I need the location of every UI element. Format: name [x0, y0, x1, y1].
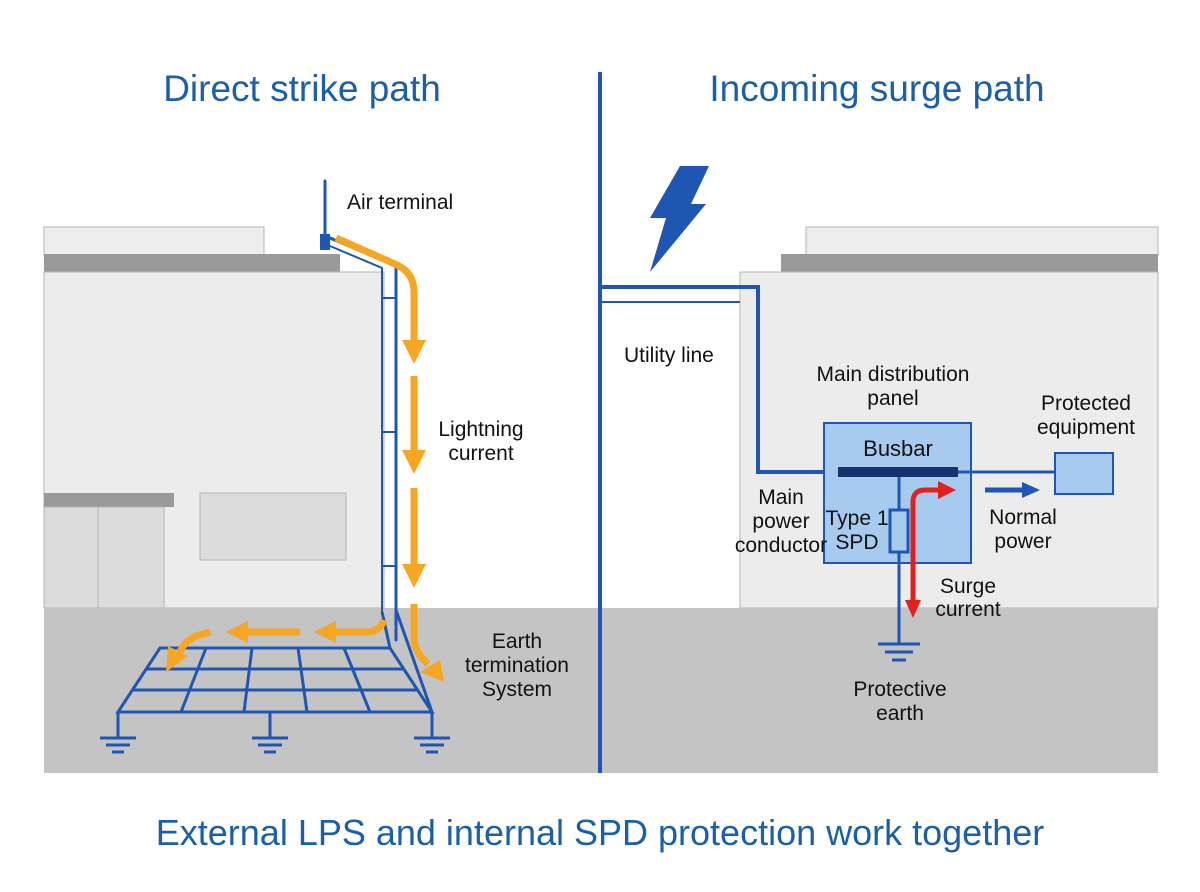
label-main-power-conductor-3: conductor [735, 534, 827, 557]
ground-symbol [252, 736, 288, 754]
label-surge-current-1: Surge [940, 575, 996, 598]
label-main-power-conductor-1: Main [758, 486, 804, 509]
label-earth-termination-3: System [482, 678, 552, 701]
ground-symbol [878, 642, 920, 662]
label-protected-equipment-1: Protected [1041, 392, 1131, 415]
label-lightning-current-1: Lightning [438, 418, 523, 441]
label-busbar: Busbar [863, 436, 933, 461]
ground-symbol [100, 736, 136, 754]
left-building [43, 226, 385, 609]
building-window [199, 492, 347, 561]
label-protective-earth-1: Protective [853, 678, 946, 701]
label-normal-power-2: power [994, 530, 1051, 553]
label-air-terminal: Air terminal [347, 191, 453, 214]
lightning-arrow [334, 234, 418, 342]
type1-spd [888, 508, 910, 554]
label-main-distribution-1: Main distribution [817, 363, 970, 386]
protected-equipment-box [1054, 452, 1114, 495]
busbar [838, 467, 958, 477]
footer-caption: External LPS and internal SPD protection… [156, 812, 1045, 853]
heading-direct-strike: Direct strike path [163, 68, 441, 109]
ground-symbol [414, 736, 450, 754]
lightning-arrow [410, 604, 431, 667]
lightning-bolt-icon [650, 166, 709, 272]
earth-grid [115, 609, 435, 738]
surge-current-arrow [905, 481, 956, 618]
label-lightning-current-2: current [448, 442, 514, 465]
spd-wiring [897, 470, 1055, 644]
label-type1-spd-2: SPD [835, 531, 878, 554]
label-main-power-conductor-2: power [752, 510, 809, 533]
label-type1-spd-1: Type 1 [825, 507, 888, 530]
label-earth-termination-1: Earth [492, 630, 542, 653]
label-protective-earth-2: earth [876, 702, 924, 725]
label-protected-equipment-2: equipment [1037, 416, 1135, 439]
label-surge-current-2: current [935, 598, 1001, 621]
label-normal-power-1: Normal [989, 506, 1057, 529]
heading-incoming-surge: Incoming surge path [709, 68, 1044, 109]
label-main-distribution-2: panel [867, 387, 918, 410]
lightning-current-arrows [166, 234, 444, 682]
label-utility-line: Utility line [624, 344, 714, 367]
label-earth-termination-2: termination [465, 654, 569, 677]
ground-right [600, 608, 1158, 773]
utility-line [600, 285, 838, 474]
normal-power-arrow [985, 482, 1040, 498]
